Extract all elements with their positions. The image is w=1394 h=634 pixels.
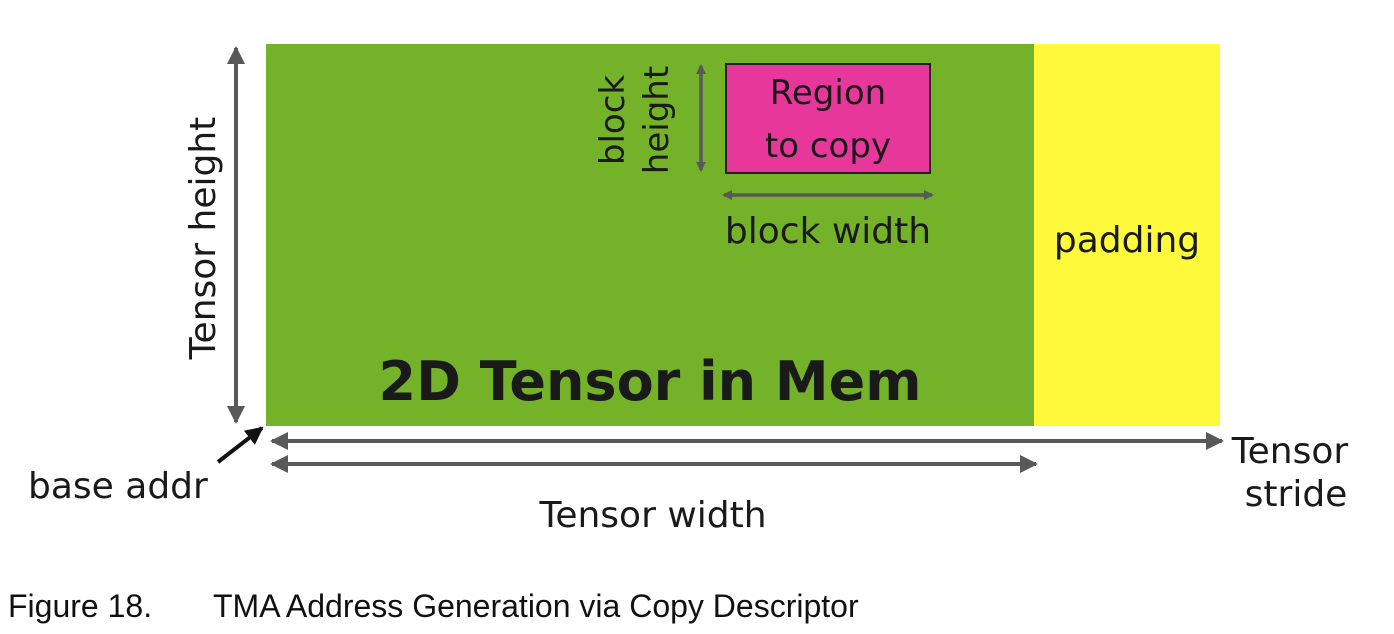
- figure-number: Figure 18.: [8, 588, 152, 624]
- region-to-copy-box: [725, 63, 931, 174]
- region-label-line1: Region: [770, 73, 886, 113]
- region-label-line2: to copy: [765, 126, 891, 166]
- tensor-title: 2D Tensor in Mem: [379, 350, 922, 413]
- tensor-height-label: Tensor height: [183, 117, 224, 361]
- padding-label: padding: [1054, 220, 1200, 261]
- tensor-stride-label-line2: stride: [1245, 474, 1348, 515]
- tensor-stride-label-line1: Tensor: [1231, 431, 1349, 472]
- figure-caption: TMA Address Generation via Copy Descript…: [213, 588, 859, 624]
- block-height-label-line1: block: [593, 75, 633, 166]
- base-addr-label: base addr: [28, 466, 208, 507]
- padding-region: [1034, 44, 1220, 426]
- block-width-label: block width: [725, 211, 931, 252]
- tensor-width-label: Tensor width: [538, 495, 766, 536]
- base-addr-arrow: [216, 426, 264, 464]
- block-height-label-line2: height: [637, 66, 677, 174]
